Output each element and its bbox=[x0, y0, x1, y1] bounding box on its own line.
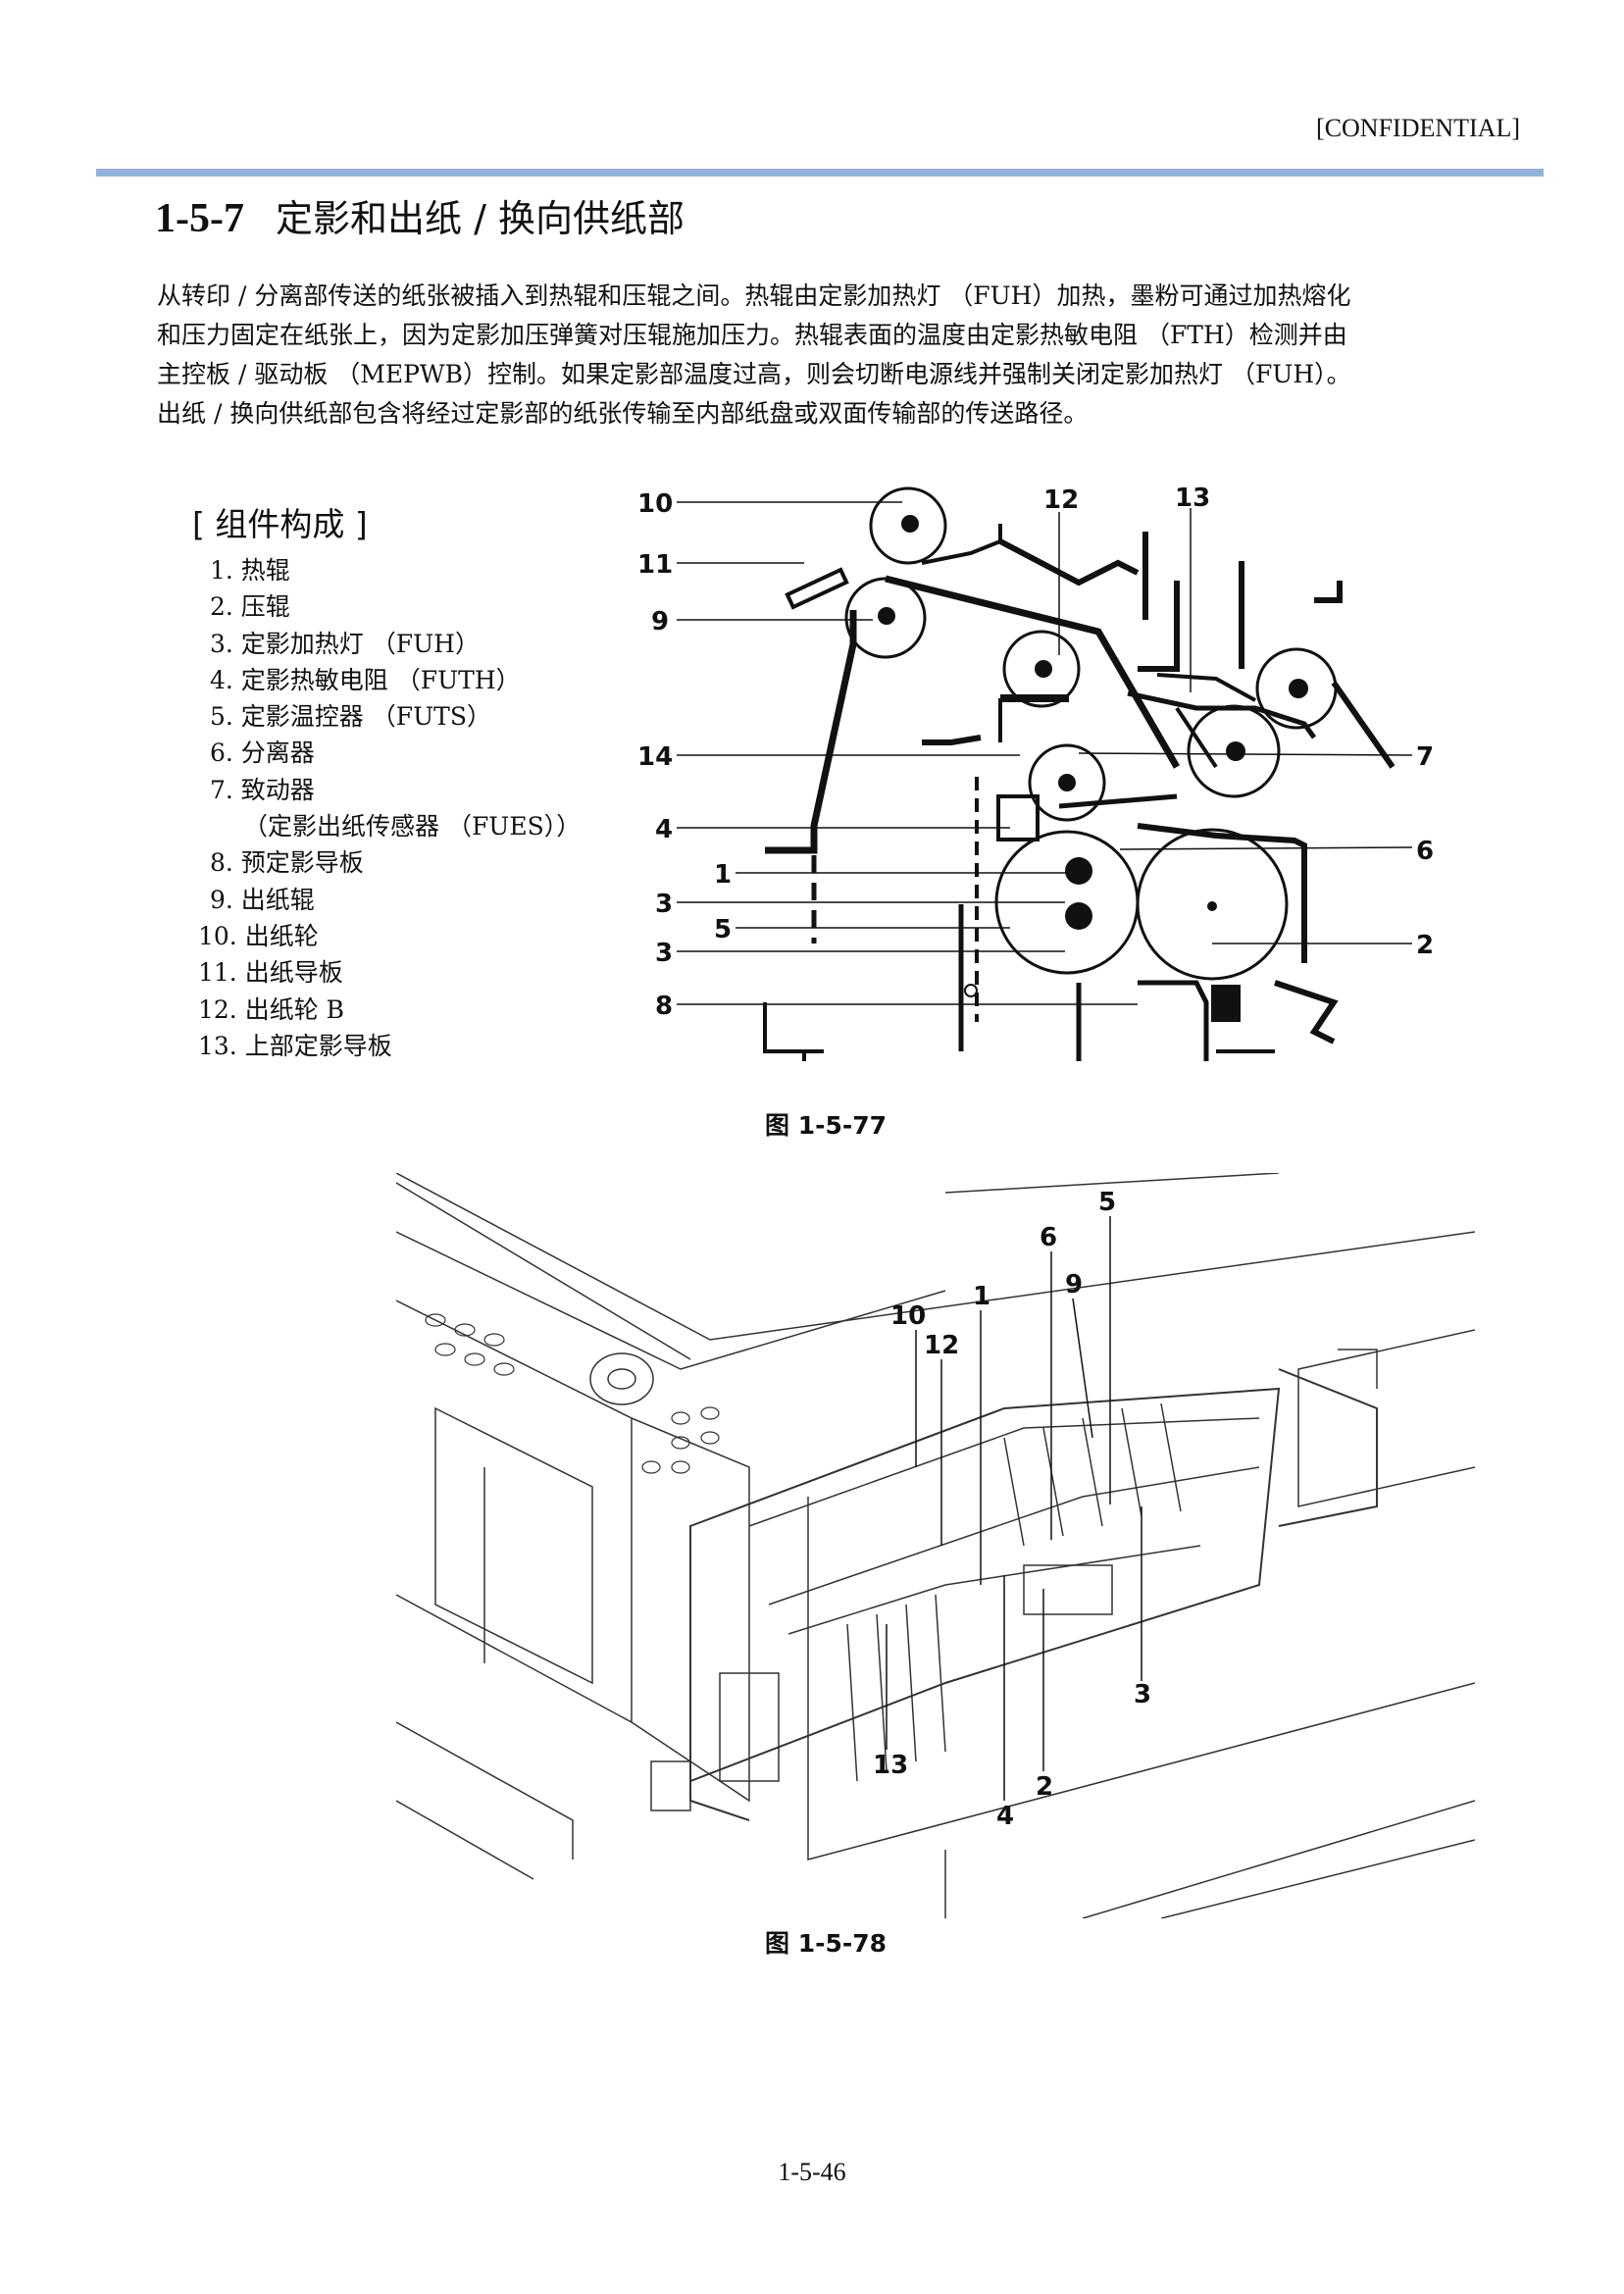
section-title: 定影和出纸 / 换向供纸部 bbox=[275, 197, 685, 240]
list-item: 13. 上部定影导板 bbox=[198, 1031, 392, 1060]
callout-5: 5 bbox=[714, 915, 732, 944]
paragraph-line: 从转印 / 分离部传送的纸张被插入到热辊和压辊之间。热辊由定影加热灯 （FUH）… bbox=[157, 281, 1351, 310]
components-title: [ 组件构成 ] bbox=[192, 505, 368, 543]
body-paragraph: 从转印 / 分离部传送的纸张被插入到热辊和压辊之间。热辊由定影加热灯 （FUH）… bbox=[157, 277, 1491, 433]
section-heading: 1-5-7 定影和出纸 / 换向供纸部 bbox=[155, 188, 685, 242]
callout-6: 6 bbox=[1040, 1223, 1057, 1252]
figure1-caption: 图 1-5-77 bbox=[765, 1111, 888, 1140]
fuser-cross-section-diagram: 10 11 9 12 13 14 7 4 6 1 3 5 2 3 8 bbox=[637, 484, 1434, 1061]
paragraph-line: 出纸 / 换向供纸部包含将经过定影部的纸张传输至内部纸盘或双面传输部的传送路径。 bbox=[157, 399, 1089, 428]
callout-2: 2 bbox=[1416, 931, 1434, 960]
callout-5: 5 bbox=[1098, 1188, 1116, 1217]
callout-3: 3 bbox=[1134, 1680, 1151, 1709]
fuser-unit-perspective-drawing: 5 6 9 10 1 12 3 13 4 2 bbox=[396, 1173, 1475, 1918]
list-item: 9. 出纸辊 bbox=[210, 885, 315, 914]
section-number: 1-5-7 bbox=[155, 196, 244, 241]
callout-14: 14 bbox=[637, 742, 673, 772]
callout-11: 11 bbox=[637, 550, 673, 580]
list-item: 6. 分离器 bbox=[210, 739, 315, 768]
callout-10: 10 bbox=[890, 1301, 926, 1331]
callout-13: 13 bbox=[873, 1751, 908, 1780]
paragraph-line: 主控板 / 驱动板 （MEPWB）控制。如果定影部温度过高，则会切断电源线并强制… bbox=[157, 360, 1351, 388]
callout-10: 10 bbox=[637, 489, 673, 519]
callout-3b: 3 bbox=[655, 939, 673, 968]
callout-1: 1 bbox=[973, 1282, 990, 1311]
list-item: 2. 压辊 bbox=[210, 592, 290, 622]
list-item: 8. 预定影导板 bbox=[210, 848, 364, 878]
callout-1: 1 bbox=[714, 860, 732, 890]
list-item: 10. 出纸轮 bbox=[198, 921, 319, 950]
callout-2: 2 bbox=[1036, 1772, 1053, 1802]
paragraph-line: 和压力固定在纸张上，因为定影加压弹簧对压辊施加压力。热辊表面的温度由定影热敏电阻… bbox=[157, 321, 1347, 349]
list-item: 3. 定影加热灯 （FUH） bbox=[210, 629, 480, 658]
callout-8: 8 bbox=[655, 992, 673, 1021]
callout-7: 7 bbox=[1416, 742, 1434, 772]
list-item: 1. 热辊 bbox=[210, 556, 290, 585]
list-item: 5. 定影温控器 （FUTS） bbox=[210, 702, 491, 732]
callout-9: 9 bbox=[1065, 1270, 1083, 1300]
confidential-mark: [CONFIDENTIAL] bbox=[1316, 114, 1520, 142]
callout-9: 9 bbox=[651, 607, 669, 637]
callout-12: 12 bbox=[924, 1331, 959, 1360]
list-item: 11. 出纸导板 bbox=[198, 958, 343, 988]
callout-4: 4 bbox=[655, 815, 673, 844]
figure2-caption: 图 1-5-78 bbox=[765, 1929, 888, 1958]
list-item: （定影出纸传感器 （FUES）） bbox=[243, 812, 582, 841]
callout-3: 3 bbox=[655, 890, 673, 919]
callout-13: 13 bbox=[1175, 484, 1210, 513]
list-item: 12. 出纸轮 B bbox=[198, 994, 345, 1024]
callout-12: 12 bbox=[1043, 485, 1079, 515]
header-rule bbox=[96, 169, 1544, 177]
callout-6: 6 bbox=[1416, 837, 1434, 866]
page-number: 1-5-46 bbox=[778, 2158, 846, 2186]
components-list: 1. 热辊 2. 压辊 3. 定影加热灯 （FUH） 4. 定影热敏电阻 （FU… bbox=[198, 552, 582, 1064]
list-item: 4. 定影热敏电阻 （FUTH） bbox=[210, 665, 521, 694]
list-item: 7. 致动器 bbox=[210, 775, 315, 804]
callout-4: 4 bbox=[996, 1802, 1014, 1831]
